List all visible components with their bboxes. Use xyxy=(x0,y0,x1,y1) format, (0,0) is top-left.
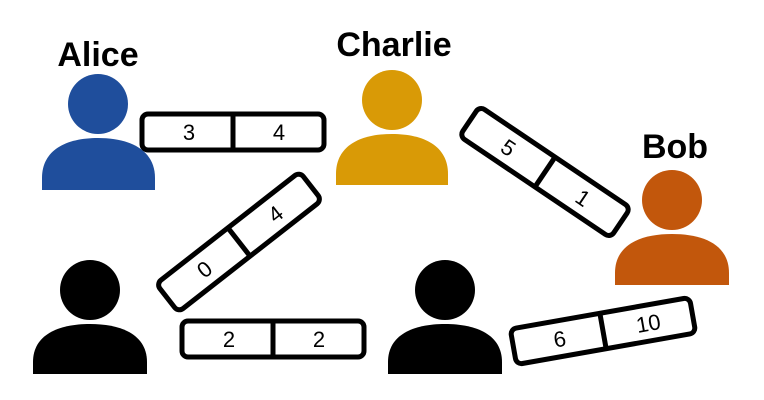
card-divider xyxy=(532,155,558,189)
person-body xyxy=(336,134,448,185)
share-card-charlie-bob: 5 1 xyxy=(459,106,631,238)
share-card-anon-right-bob: 6 10 xyxy=(508,295,698,367)
card-divider xyxy=(225,226,253,258)
person-alice: Alice xyxy=(42,36,155,190)
person-charlie: Charlie xyxy=(336,26,452,185)
card-right-value: 2 xyxy=(313,327,325,352)
person-body xyxy=(33,324,147,374)
person-body xyxy=(388,324,502,374)
person-icon xyxy=(615,170,729,285)
person-bob: Bob xyxy=(615,128,729,285)
person-icon xyxy=(336,70,448,185)
share-card-anon-left-anon-right: 2 2 xyxy=(179,318,367,360)
person-body xyxy=(615,234,729,285)
card-left-value: 3 xyxy=(183,120,195,145)
person-head xyxy=(60,260,120,320)
card-left-value: 2 xyxy=(223,327,235,352)
person-icon xyxy=(388,260,502,374)
person-name: Bob xyxy=(642,128,708,166)
card-right-value: 4 xyxy=(273,120,285,145)
person-head xyxy=(68,74,128,134)
card-left-value: 6 xyxy=(552,326,568,353)
person-body xyxy=(42,138,155,190)
person-name: Alice xyxy=(57,36,138,74)
person-icon xyxy=(33,260,147,374)
share-card-anon-left-charlie: 0 4 xyxy=(156,171,322,313)
share-card-alice-charlie: 3 4 xyxy=(139,111,327,153)
card-right-value: 10 xyxy=(634,309,662,338)
person-head xyxy=(642,170,702,230)
person-icon xyxy=(42,74,155,190)
card-divider xyxy=(597,312,609,350)
person-anonymous-right xyxy=(388,260,502,374)
person-name: Charlie xyxy=(336,26,451,64)
person-head xyxy=(362,70,422,130)
person-head xyxy=(415,260,475,320)
person-anonymous-left xyxy=(33,260,147,374)
